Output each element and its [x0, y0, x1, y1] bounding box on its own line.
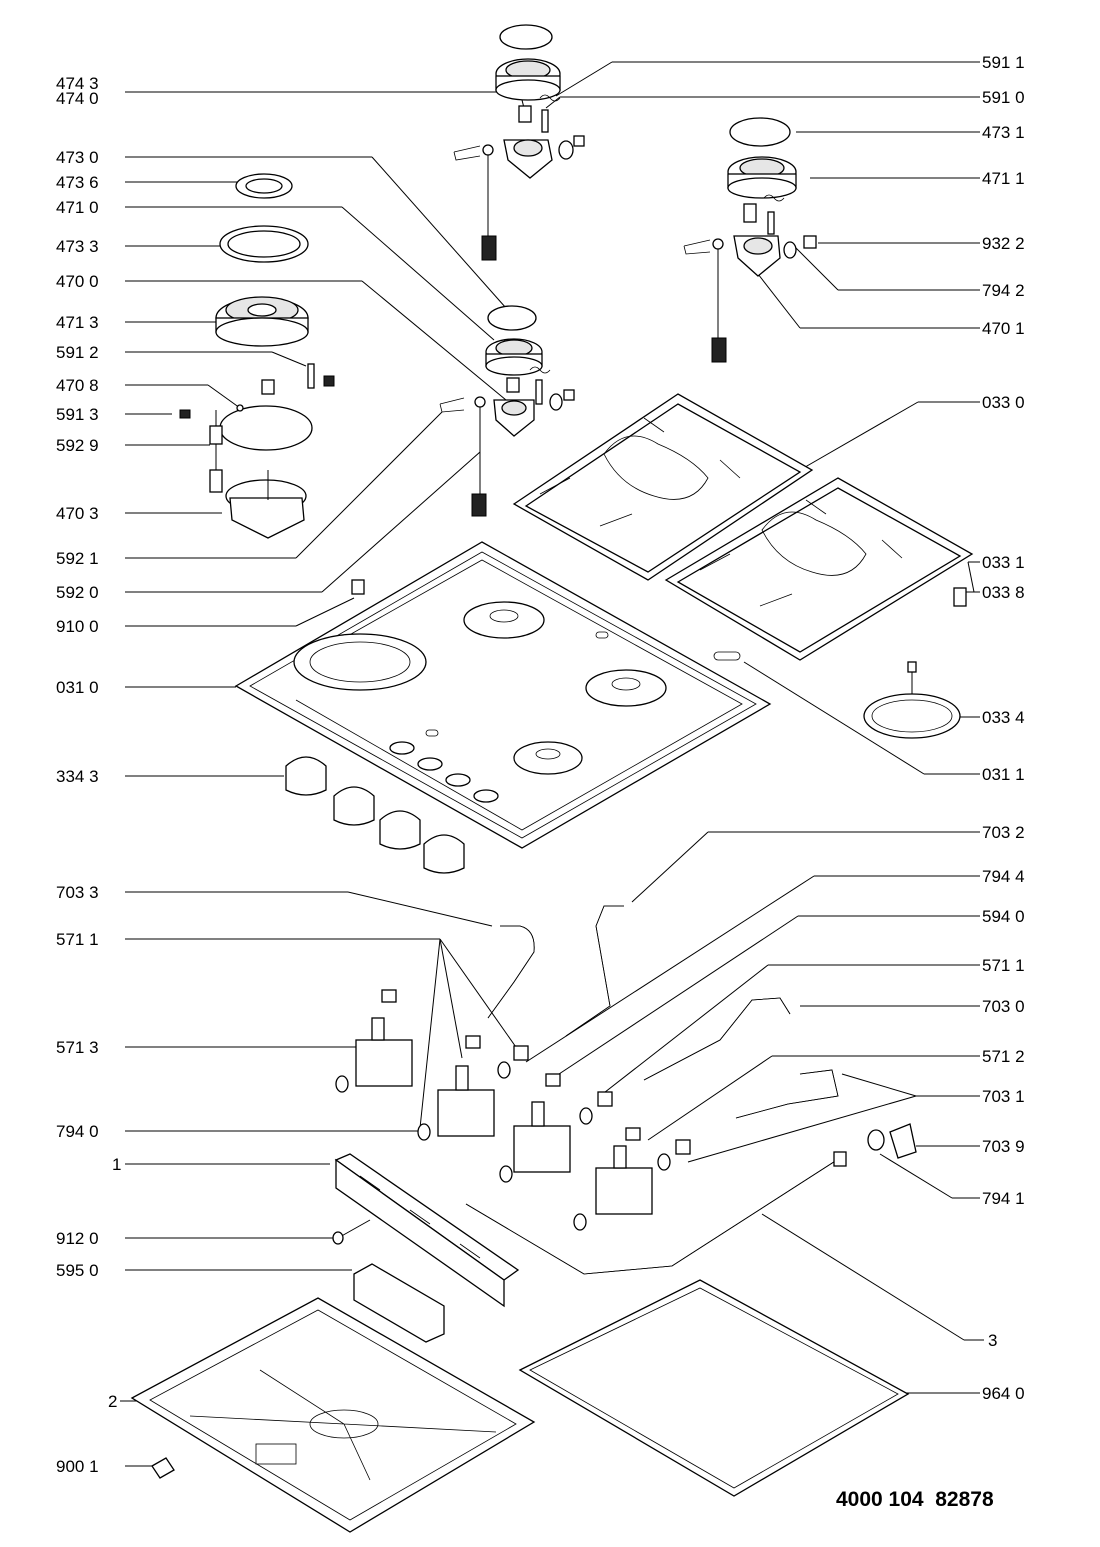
label-473-0: 473 0 — [56, 148, 99, 167]
label-470-0: 470 0 — [56, 272, 99, 291]
label-703-3: 703 3 — [56, 883, 99, 902]
label-033-0: 033 0 — [982, 393, 1025, 412]
label-1: 1 — [112, 1155, 121, 1174]
labels-right: 591 1 591 0 473 1 471 1 932 2 794 2 470 … — [982, 53, 1025, 1403]
document-code: 4000 104 82878 — [836, 1488, 994, 1511]
labels-left: 474 3 474 0 473 0 473 6 471 0 473 3 470 … — [56, 74, 121, 1476]
leader-lines-right — [525, 61, 984, 1394]
label-033-4: 033 4 — [982, 708, 1025, 727]
spark-generator — [353, 1263, 445, 1343]
label-470-1: 470 1 — [982, 319, 1025, 338]
label-470-3: 470 3 — [56, 504, 99, 523]
fixing-clamp — [151, 1457, 175, 1479]
ignition-switch-bar — [334, 1153, 520, 1308]
label-474-0: 474 0 — [56, 89, 99, 108]
label-592-1: 592 1 — [56, 549, 99, 568]
label-591-2: 591 2 — [56, 343, 99, 362]
pan-support-grate-left — [512, 393, 814, 581]
label-571-2: 571 2 — [982, 1047, 1025, 1066]
bottom-tray — [130, 1297, 536, 1533]
label-912-0: 912 0 — [56, 1229, 99, 1248]
wok-ring — [863, 661, 961, 739]
label-473-6: 473 6 — [56, 173, 99, 192]
label-2: 2 — [108, 1392, 117, 1411]
label-473-3: 473 3 — [56, 237, 99, 256]
label-794-0: 794 0 — [56, 1122, 99, 1141]
grate-foot-screw — [953, 587, 967, 607]
label-794-4: 794 4 — [982, 867, 1025, 886]
label-033-8: 033 8 — [982, 583, 1025, 602]
label-591-1: 591 1 — [982, 53, 1025, 72]
label-703-0: 703 0 — [982, 997, 1025, 1016]
hob-gasket — [518, 1279, 910, 1497]
label-571-3: 571 3 — [56, 1038, 99, 1057]
burner-assembly-top — [453, 24, 585, 261]
burner-assembly-middle — [439, 305, 575, 517]
label-932-2: 932 2 — [982, 234, 1025, 253]
label-571-1-right: 571 1 — [982, 956, 1025, 975]
label-471-3: 471 3 — [56, 313, 99, 332]
label-794-1: 794 1 — [982, 1189, 1025, 1208]
label-703-9: 703 9 — [982, 1137, 1025, 1156]
burner-assembly-right — [683, 117, 817, 363]
hob-screw — [351, 579, 365, 595]
hob-top-plate — [234, 541, 772, 849]
control-knobs — [285, 756, 465, 874]
label-794-2: 794 2 — [982, 281, 1025, 300]
label-571-1-left: 571 1 — [56, 930, 99, 949]
label-473-1: 473 1 — [982, 123, 1025, 142]
label-703-1: 703 1 — [982, 1087, 1025, 1106]
label-033-1: 033 1 — [982, 553, 1025, 572]
leader-lines-left — [120, 91, 525, 1467]
label-900-1: 900 1 — [56, 1457, 99, 1476]
label-964-0: 964 0 — [982, 1384, 1025, 1403]
label-471-1: 471 1 — [982, 169, 1025, 188]
label-592-0: 592 0 — [56, 583, 99, 602]
label-910-0: 910 0 — [56, 617, 99, 636]
label-470-8: 470 8 — [56, 376, 99, 395]
label-592-9: 592 9 — [56, 436, 99, 455]
label-474-3: 474 3 — [56, 74, 99, 93]
label-595-0: 595 0 — [56, 1261, 99, 1280]
burner-assembly-large — [179, 173, 335, 539]
gas-inlet-fitting — [867, 1123, 917, 1159]
label-703-2: 703 2 — [982, 823, 1025, 842]
label-471-0: 471 0 — [56, 198, 99, 217]
gas-taps — [335, 989, 691, 1231]
gas-pipes — [465, 905, 847, 1275]
fixing-screw — [332, 1219, 371, 1245]
label-591-0: 591 0 — [982, 88, 1025, 107]
label-031-0: 031 0 — [56, 678, 99, 697]
label-3: 3 — [988, 1331, 997, 1350]
label-334-3: 334 3 — [56, 767, 99, 786]
label-031-1: 031 1 — [982, 765, 1025, 784]
label-594-0: 594 0 — [982, 907, 1025, 926]
label-591-3: 591 3 — [56, 405, 99, 424]
pan-support-grate-right — [664, 477, 974, 661]
